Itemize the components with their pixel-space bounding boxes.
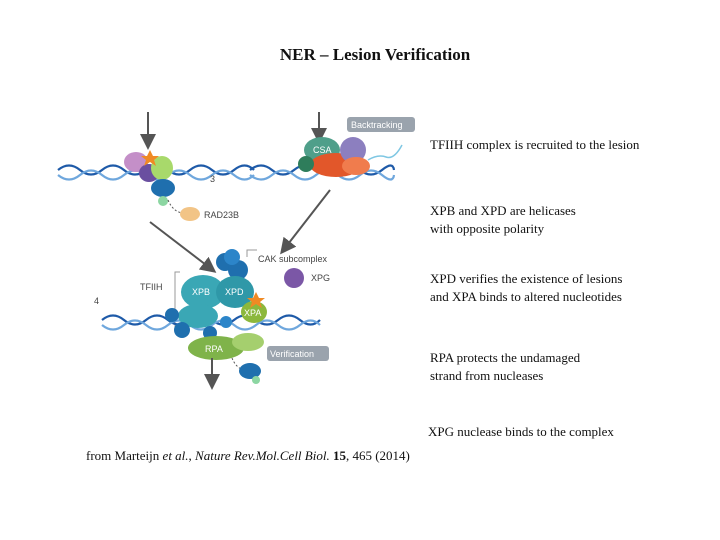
xpd-label: XPD — [225, 287, 244, 297]
note-xpg: XPG nuclease binds to the complex — [428, 424, 614, 439]
note-verification: XPD verifies the existence of lesions an… — [430, 271, 623, 304]
tfiih-complex-left — [124, 152, 175, 206]
note-helicases: XPB and XPD are helicases with opposite … — [430, 203, 576, 236]
cak-bracket — [246, 249, 257, 257]
step-number-4: 4 — [94, 296, 99, 306]
tfiih-label: TFIIH — [140, 282, 163, 292]
arrow-converge-right — [280, 189, 331, 255]
rna-polymerase-complex — [298, 137, 370, 177]
rpa-protein — [188, 336, 244, 360]
citation: from Marteijn et al., Nature Rev.Mol.Cel… — [86, 448, 410, 464]
xpb-label: XPB — [192, 287, 210, 297]
lesion-star-bottom — [247, 292, 265, 308]
rpa-subunit — [232, 333, 264, 351]
step-number-3: 3 — [210, 174, 215, 184]
citation-sep: , — [188, 448, 196, 463]
cak-subcomplex — [216, 249, 248, 280]
note-recruitment: TFIIH complex is recruited to the lesion — [430, 137, 640, 152]
released-protein-bottom — [239, 363, 261, 384]
citation-pages: , 465 (2014) — [345, 448, 410, 463]
arrow-converge-left — [149, 221, 217, 273]
slide-title: NER – Lesion Verification — [279, 45, 471, 64]
xpg-protein — [284, 268, 304, 288]
citation-prefix: from Marteijn — [86, 448, 163, 463]
verification-callout — [267, 346, 329, 361]
backtracking-callout — [347, 117, 415, 132]
cak-subcomplex-label: CAK subcomplex — [258, 254, 328, 264]
citation-volume: 15 — [332, 448, 346, 463]
xpa-label: XPA — [244, 308, 261, 318]
rad23b-label: RAD23B — [204, 210, 239, 220]
xpg-label: XPG — [311, 273, 330, 283]
csa-label: CSA — [313, 145, 332, 155]
lesion-star-left — [141, 150, 159, 166]
rna-transcript — [367, 144, 403, 161]
rad23b-protein — [180, 207, 200, 221]
rpa-label: RPA — [205, 344, 223, 354]
citation-etal: et al. — [162, 448, 189, 463]
note-rpa: RPA protects the undamaged strand from n… — [430, 350, 581, 383]
verification-label: Verification — [270, 349, 314, 359]
xpb-xpd-helicases — [178, 275, 254, 328]
backtracking-label: Backtracking — [351, 120, 403, 130]
citation-journal: Nature Rev.Mol.Cell Biol. — [195, 448, 330, 463]
